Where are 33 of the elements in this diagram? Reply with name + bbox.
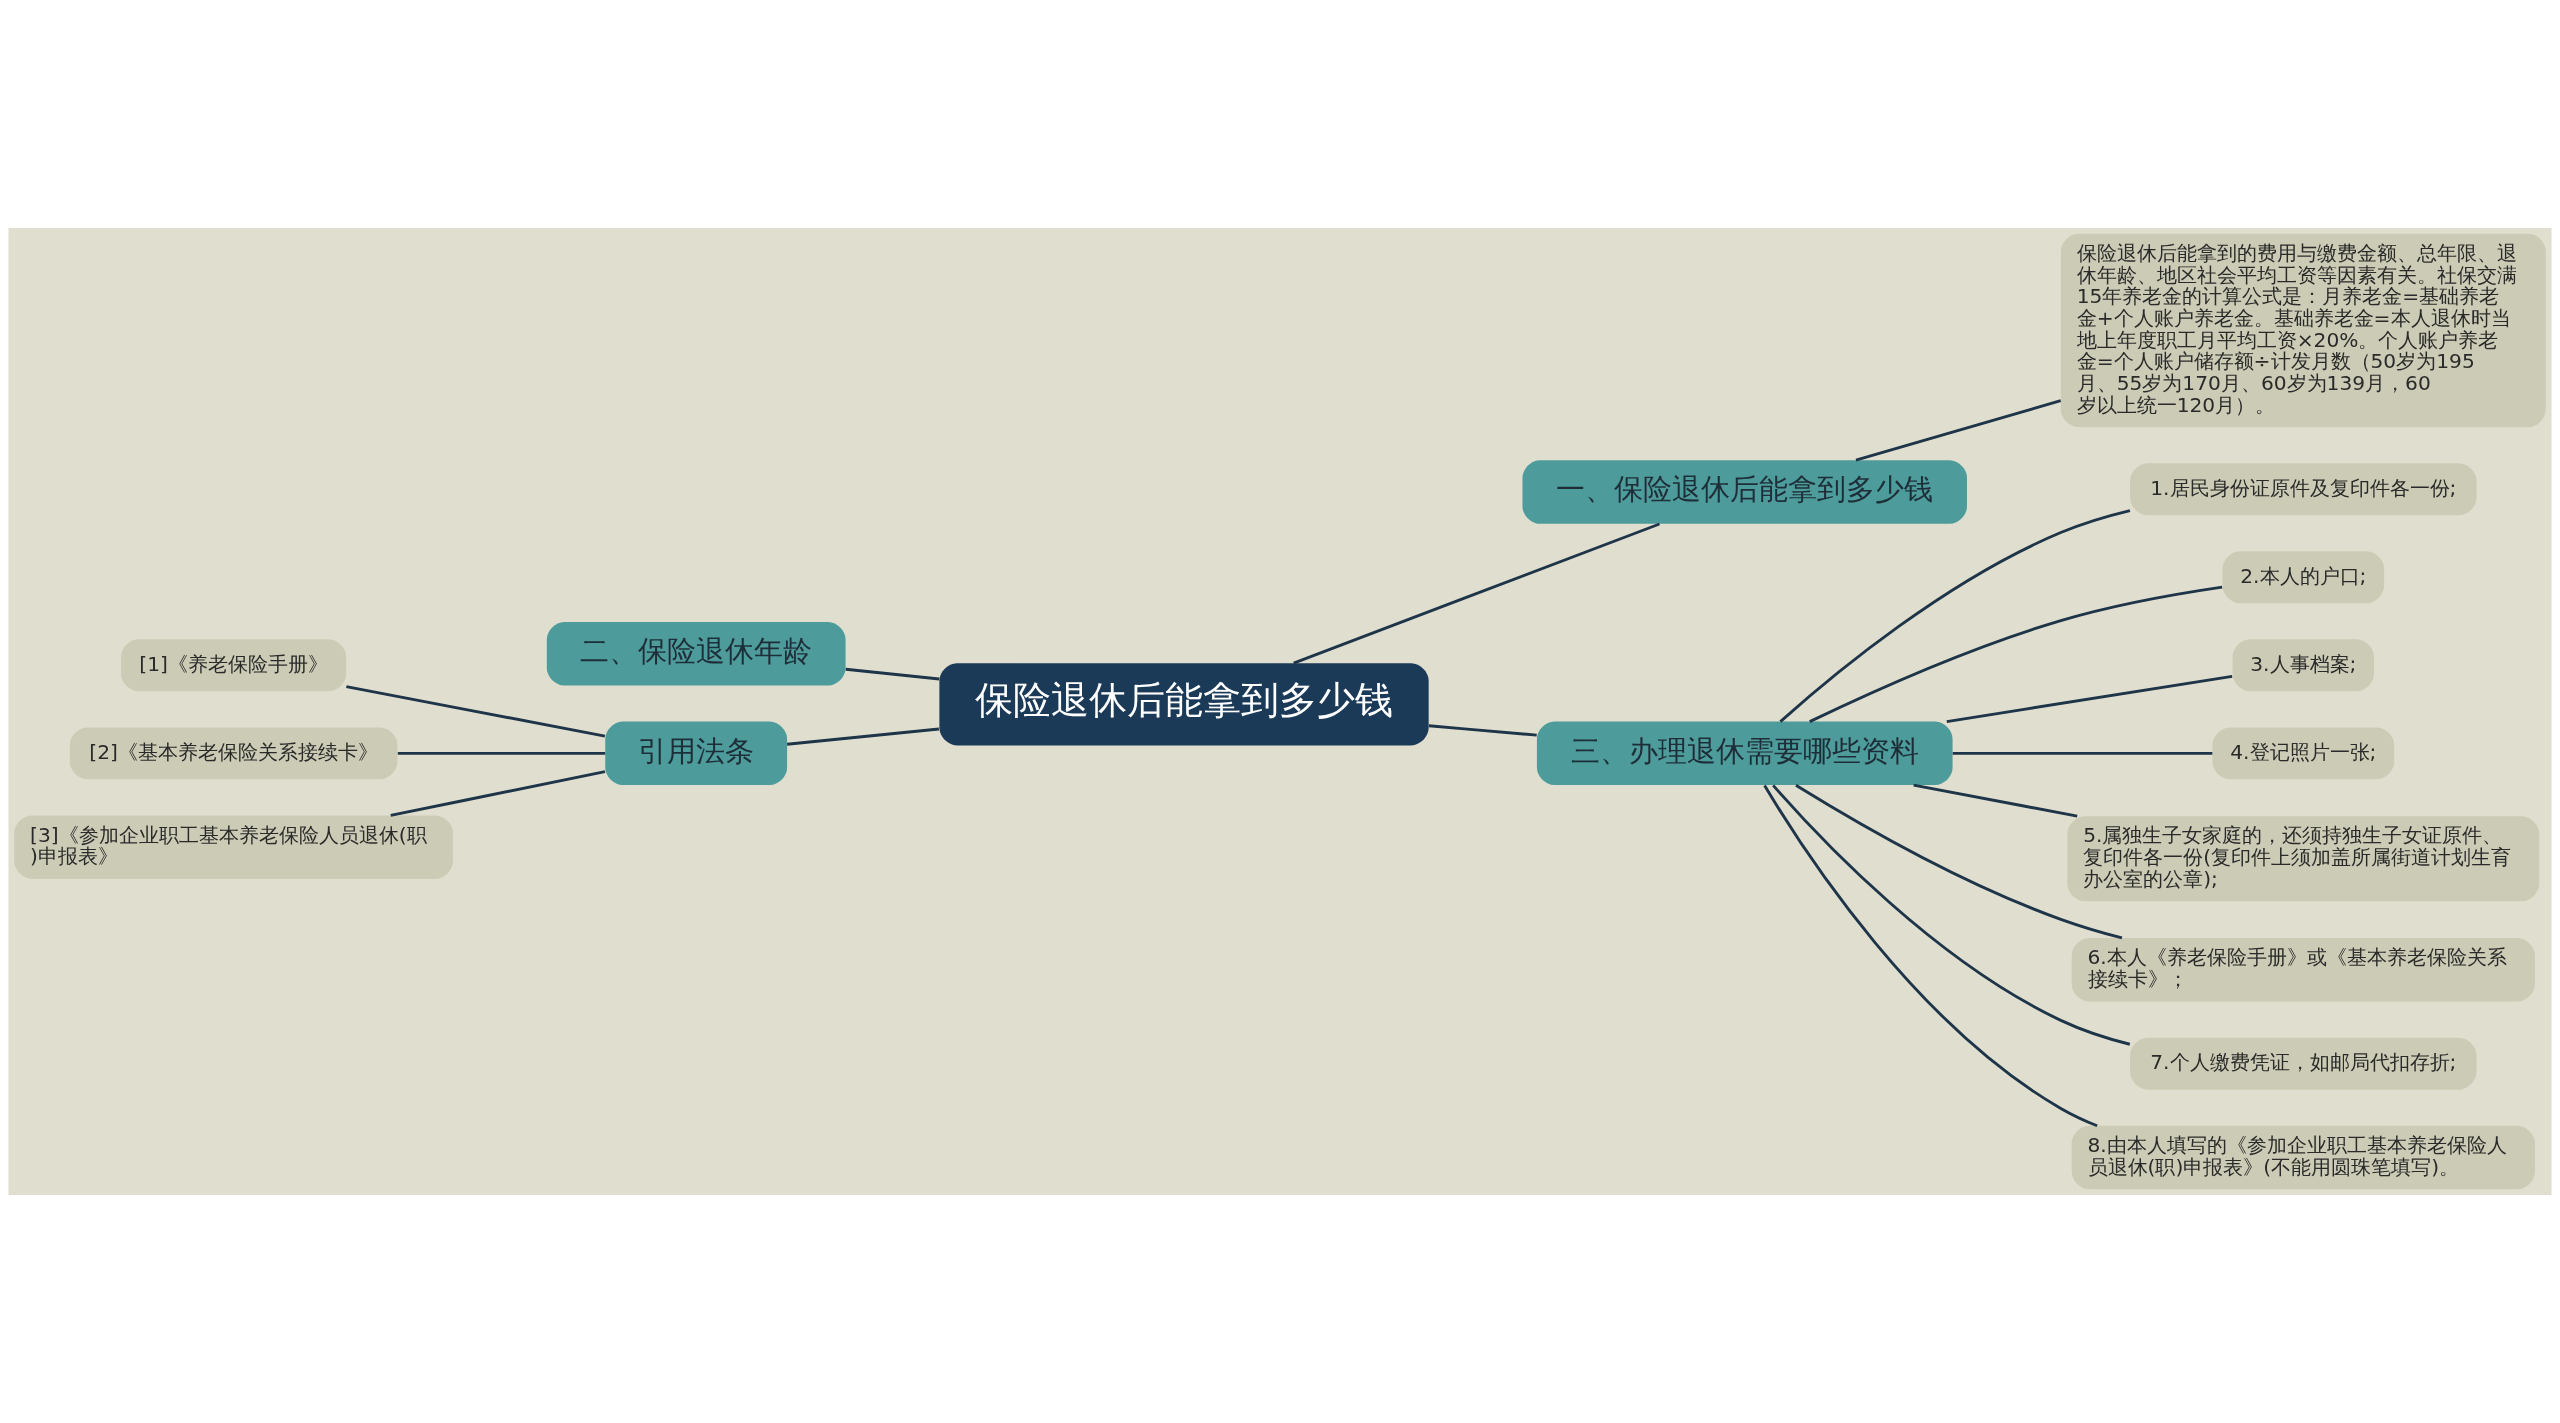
- node-box: [3]《参加企业职工基本养老保险人员退休(职)申报表》: [14, 815, 453, 879]
- node-box: 6.本人《养老保险手册》或《基本养老保险关系接续卡》；: [2071, 938, 2535, 1002]
- node-box: [2]《基本养老保险关系接续卡》: [69, 727, 398, 780]
- connector: [397, 751, 606, 755]
- connector: [787, 727, 940, 746]
- connector: [1855, 399, 2062, 462]
- node-box: 4.登记照片一张;: [2212, 727, 2395, 780]
- node-box: 8.由本人填写的《参加企业职工基本养老保险人员退休(职)申报表》(不能用圆珠笔填写)。: [2071, 1125, 2535, 1190]
- node-box: 3.人事档案;: [2232, 639, 2374, 692]
- node-box: 二、保险退休年龄: [546, 622, 846, 686]
- node-box: 保险退休后能拿到的费用与缴费金额、总年限、退休年龄、地区社会平均工资等因素有关。社保交满15年养老金的计算公式是：月养老金=基础养老金+个人账户养老金。基础养老金=本人退休时当地上年度职工月平均工资×20%。个人账户养老金=个人账户储存额÷计发月数（50岁为195月、55岁为170月、60岁为139月，60岁以上统一120月）。: [2060, 233, 2546, 428]
- connector: [390, 770, 606, 817]
- connector: [1763, 784, 2098, 1128]
- connector: [1809, 585, 2223, 723]
- node-box: 保险退休后能拿到多少钱: [939, 663, 1429, 746]
- connector: [1779, 509, 2131, 723]
- connector: [1946, 674, 2233, 723]
- node-box: 三、办理退休需要哪些资料: [1536, 721, 1953, 786]
- connector: [346, 685, 606, 738]
- connector: [1293, 522, 1660, 665]
- node-box: 5.属独生子女家庭的，还须持独生子女证原件、复印件各一份(复印件上须加盖所属街道计划生育办公室的公章);: [2067, 816, 2540, 902]
- node-box: 2.本人的户口;: [2222, 551, 2385, 604]
- node-box: 引用法条: [605, 721, 788, 786]
- node-box: 1.居民身份证原件及复印件各一份;: [2130, 463, 2477, 516]
- node-box: 7.个人缴费凭证，如邮局代扣存折;: [2130, 1037, 2477, 1090]
- node-box: [1]《养老保险手册》: [121, 639, 347, 692]
- connector: [1428, 724, 1537, 737]
- node-box: 一、保险退休后能拿到多少钱: [1522, 460, 1967, 524]
- connector: [1772, 784, 2131, 1046]
- connector: [1795, 784, 2123, 940]
- connector: [845, 667, 940, 681]
- connector: [1913, 783, 2078, 818]
- connector: [1952, 751, 2213, 755]
